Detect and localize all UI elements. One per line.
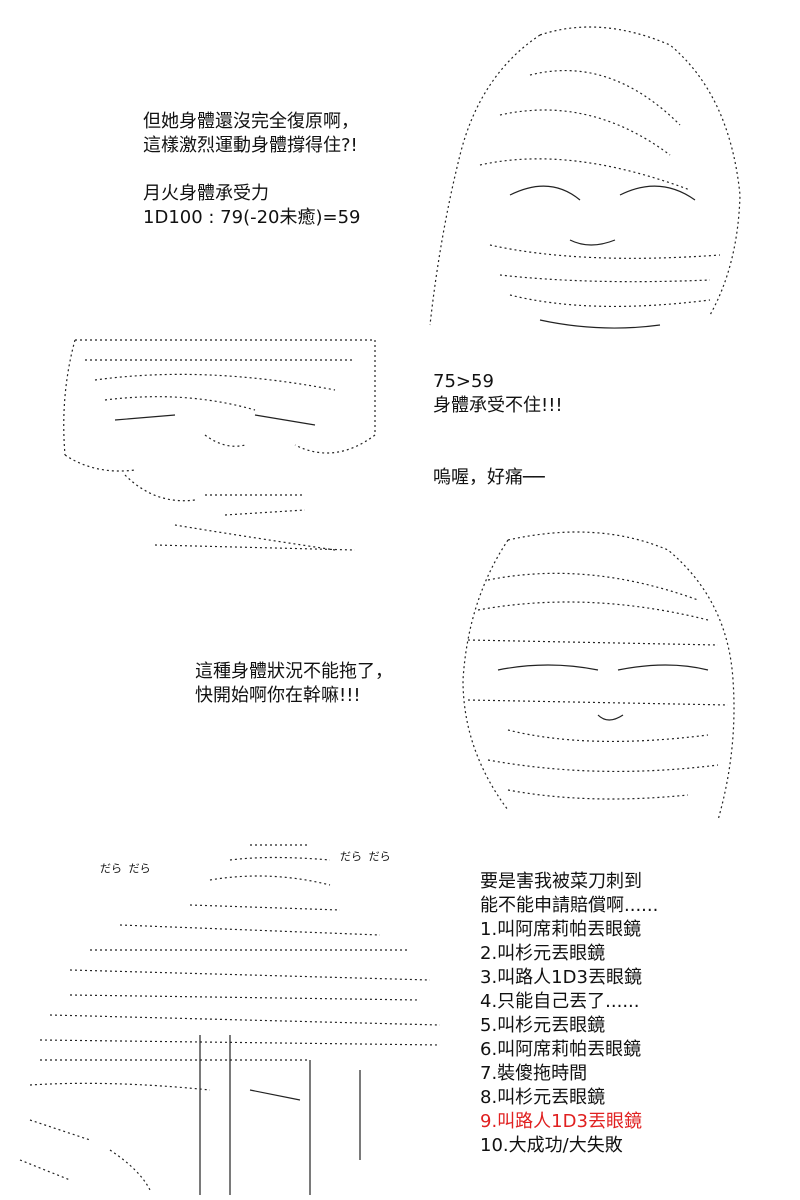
choice-option: 4.只能自己丟了......: [480, 991, 640, 1012]
comparison-text: 75>59: [433, 371, 494, 392]
choice-option: 1.叫阿席莉帕丟眼鏡: [480, 919, 642, 940]
ascii-art-character-4: だら だら だら だら: [10, 840, 450, 1195]
choice-option-selected: 9.叫路人1D3丟眼鏡: [480, 1111, 642, 1132]
text-line: 月火身體承受力: [143, 183, 269, 204]
sfx-text: だら だら: [100, 862, 151, 875]
ascii-art-face-3: [448, 520, 748, 830]
choice-option: 5.叫杉元丟眼鏡: [480, 1015, 606, 1036]
narration-block-2: 75>59 身體承受不住!!! 嗚喔，好痛──: [433, 370, 563, 490]
dice-roll-text: 1D100 : 79(-20未癒)=59: [143, 207, 361, 228]
narration-block-1: 但她身體還沒完全復原啊， 這樣激烈運動身體撐得住?! 月火身體承受力 1D100…: [143, 110, 361, 230]
ascii-art-figure-2: [55, 335, 385, 560]
text-line: 這樣激烈運動身體撐得住?!: [143, 135, 358, 156]
text-line: 身體承受不住!!!: [433, 395, 563, 416]
spacer-line: [433, 418, 563, 442]
choice-option: 10.大成功/大失敗: [480, 1135, 623, 1156]
text-line: [143, 158, 361, 182]
text-line: 嗚喔，好痛──: [433, 467, 545, 488]
choice-title: 能不能申請賠償啊......: [480, 895, 659, 916]
spacer-line: [433, 442, 563, 466]
text-line: 但她身體還沒完全復原啊，: [143, 111, 359, 132]
text-line: 這種身體狀況不能拖了，: [195, 661, 393, 682]
text-line: 快開始啊你在幹嘛!!!: [195, 685, 361, 706]
choice-list: 要是害我被菜刀刺到 能不能申請賠償啊...... 1.叫阿席莉帕丟眼鏡 2.叫杉…: [480, 870, 658, 1158]
narration-block-3: 這種身體狀況不能拖了， 快開始啊你在幹嘛!!!: [195, 660, 393, 708]
choice-title: 要是害我被菜刀刺到: [480, 871, 642, 892]
choice-option: 8.叫杉元丟眼鏡: [480, 1087, 606, 1108]
choice-option: 3.叫路人1D3丟眼鏡: [480, 967, 642, 988]
choice-option: 7.裝傻拖時間: [480, 1063, 588, 1084]
choice-option: 6.叫阿席莉帕丟眼鏡: [480, 1039, 642, 1060]
sfx-text: だら だら: [340, 850, 391, 863]
hair-outline: [539, 26, 741, 316]
choice-option: 2.叫杉元丟眼鏡: [480, 943, 606, 964]
ascii-art-head-1: [420, 15, 750, 345]
